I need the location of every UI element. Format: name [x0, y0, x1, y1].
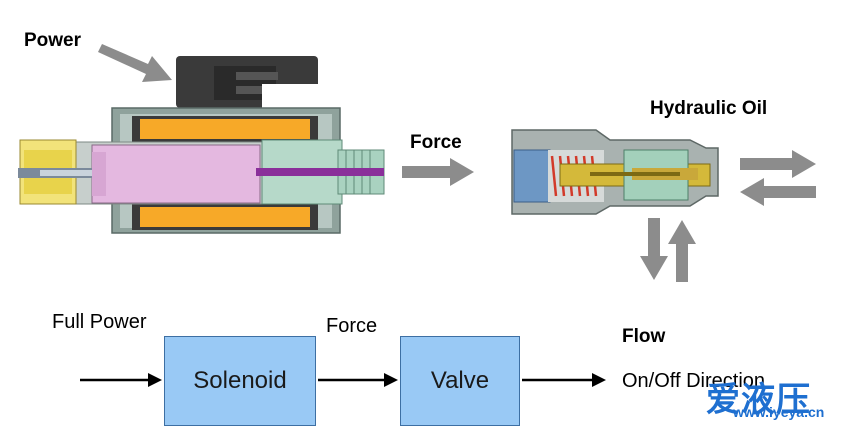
solenoid-block-label: Solenoid: [193, 367, 287, 394]
oil-out-arrow: [740, 150, 816, 178]
coil-bottom: [140, 207, 310, 227]
force-arrow: [402, 158, 474, 186]
plunger: [91, 144, 261, 204]
force-bottom-label: Force: [326, 315, 378, 337]
full-power-label: Full Power: [52, 311, 147, 333]
block-arrows: [80, 373, 606, 387]
flow-down-arrow: [640, 218, 668, 280]
coil-top: [140, 119, 310, 139]
hydraulic-oil-label: Hydraulic Oil: [650, 98, 768, 119]
valve-block-label: Valve: [430, 367, 490, 394]
oil-in-arrow: [740, 178, 816, 206]
push-rod: [256, 168, 384, 176]
solenoid-block: Solenoid: [164, 336, 316, 426]
flow-label: Flow: [622, 326, 666, 347]
solenoid-cutaway: [18, 56, 385, 234]
valve-cutaway: [511, 129, 719, 215]
force-top-label: Force: [410, 132, 462, 153]
power-label: Power: [24, 30, 82, 51]
watermark-logo: 爱液压: [706, 380, 811, 420]
gray-arrows: [98, 44, 816, 282]
flow-up-arrow: [668, 220, 696, 282]
watermark-url: www.iyeya.cn: [733, 404, 825, 420]
valve-block: Valve: [400, 336, 520, 426]
power-arrow: [98, 44, 172, 82]
on-off-direction-label: On/Off Direction: [622, 370, 766, 392]
